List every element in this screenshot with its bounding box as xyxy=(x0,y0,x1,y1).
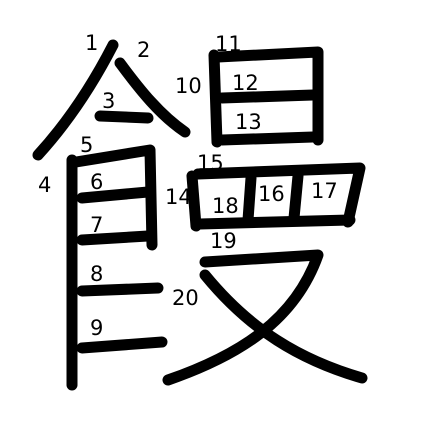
stroke-14 xyxy=(186,170,202,232)
stroke-order-labels: 1 2 3 4 5 6 7 8 9 10 11 12 13 14 15 16 1… xyxy=(38,31,338,340)
stroke-10 xyxy=(208,49,223,148)
stroke-number-7: 7 xyxy=(90,213,103,237)
character-strokes xyxy=(32,39,368,391)
stroke-number-16: 16 xyxy=(258,182,285,206)
stroke-number-19: 19 xyxy=(210,229,237,253)
stroke-number-20: 20 xyxy=(172,286,199,310)
stroke-2 xyxy=(114,57,191,138)
stroke-12 xyxy=(216,89,319,104)
stroke-number-18: 18 xyxy=(212,194,239,218)
stroke-number-4: 4 xyxy=(38,173,51,197)
stroke-number-14: 14 xyxy=(165,185,192,209)
stroke-20 xyxy=(199,269,368,384)
stroke-11 xyxy=(212,46,324,146)
stroke-number-12: 12 xyxy=(232,71,259,95)
stroke-13 xyxy=(216,131,319,146)
stroke-number-11: 11 xyxy=(215,32,242,56)
stroke-17 xyxy=(288,170,304,224)
stroke-1 xyxy=(32,39,119,161)
stroke-9 xyxy=(76,336,168,354)
stroke-number-1: 1 xyxy=(85,31,98,55)
stroke-18 xyxy=(194,214,356,230)
stroke-number-5: 5 xyxy=(80,133,93,157)
stroke-number-9: 9 xyxy=(90,316,103,340)
stroke-number-10: 10 xyxy=(175,74,202,98)
stroke-number-17: 17 xyxy=(311,179,338,203)
stroke-number-8: 8 xyxy=(90,262,103,286)
stroke-number-2: 2 xyxy=(137,38,150,62)
stroke-15 xyxy=(192,162,366,228)
stroke-number-6: 6 xyxy=(90,170,103,194)
stroke-5 xyxy=(70,144,158,251)
stroke-number-3: 3 xyxy=(102,89,115,113)
stroke-3 xyxy=(94,110,154,124)
stroke-7 xyxy=(76,230,154,246)
stroke-number-13: 13 xyxy=(235,110,262,134)
stroke-16 xyxy=(242,172,257,226)
stroke-number-15: 15 xyxy=(197,151,224,175)
stroke-8 xyxy=(76,282,164,297)
stroke-6 xyxy=(76,186,154,204)
